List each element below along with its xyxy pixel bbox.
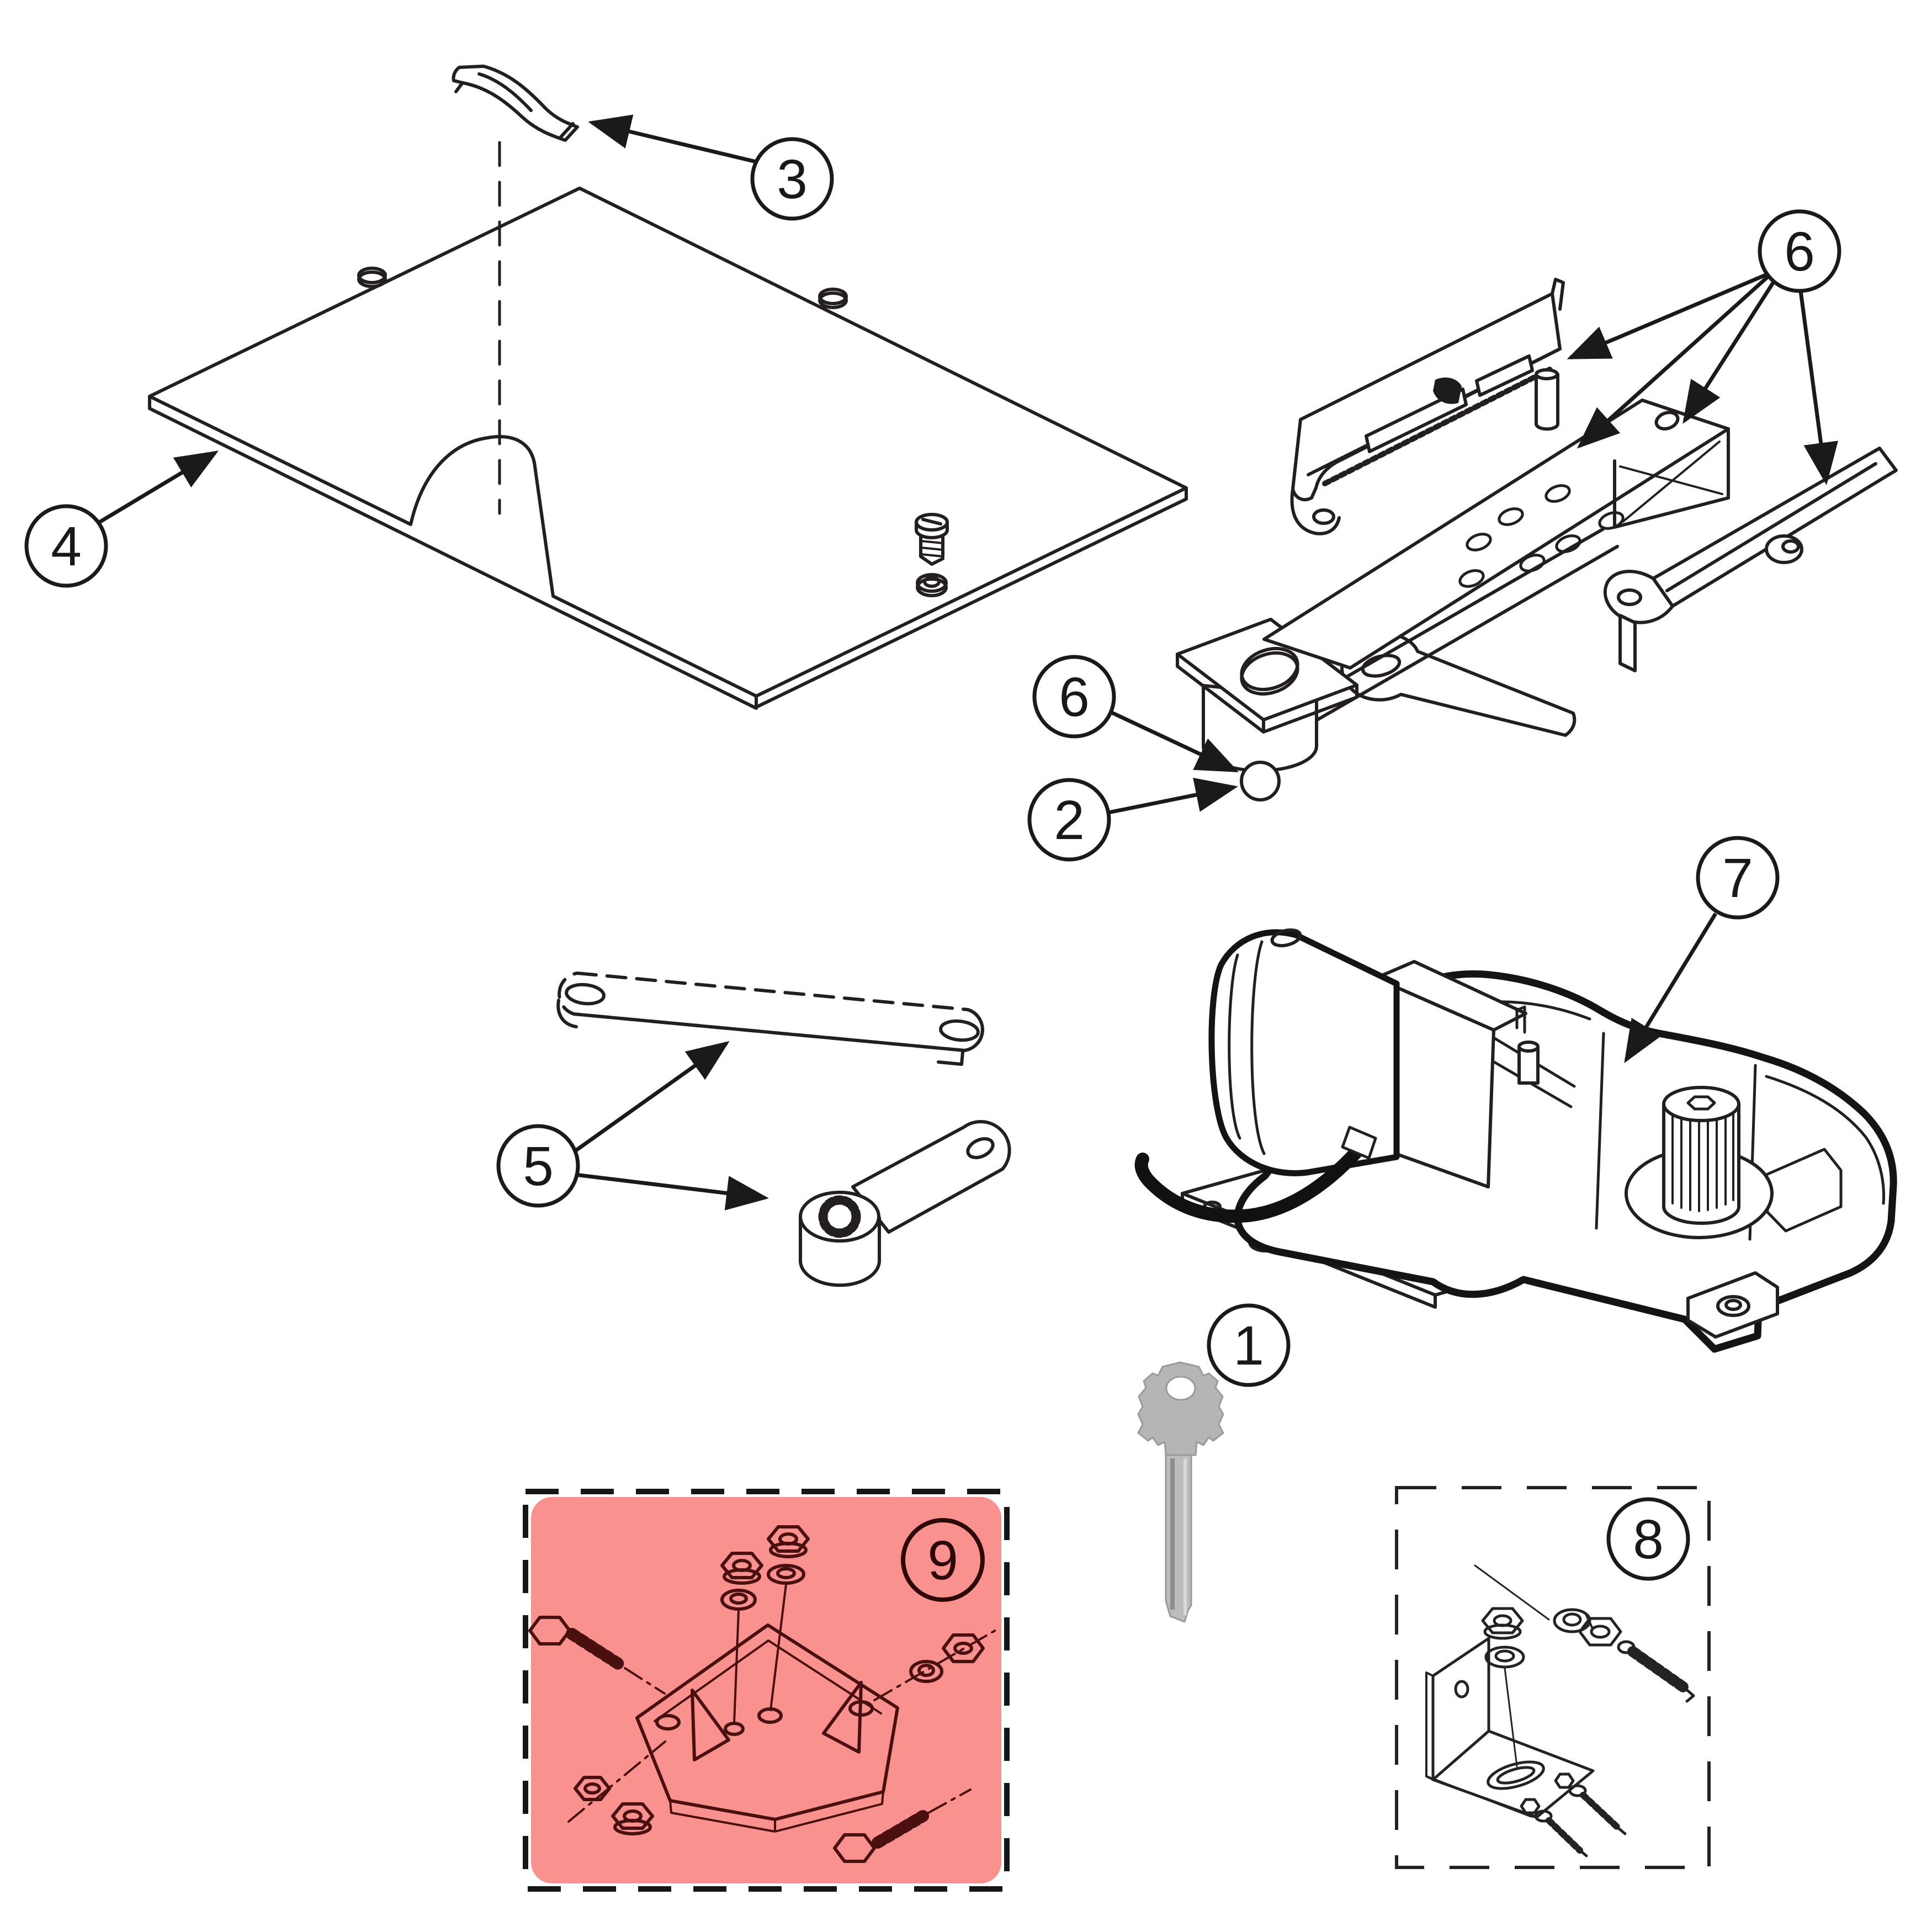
svg-text:8: 8: [1633, 1509, 1664, 1570]
corner-bracket-kit-highlight[interactable]: [523, 1489, 1010, 1892]
arrow-4: [98, 450, 219, 524]
arrow-5a: [574, 1041, 730, 1153]
arrow-6b: [1577, 270, 1775, 449]
slide-assembly-icon: [1176, 278, 1898, 802]
svg-text:5: 5: [523, 1135, 554, 1197]
callout-6-lower[interactable]: 6: [1032, 655, 1116, 739]
anchor-bracket-kit-icon: [1425, 1564, 1695, 1857]
svg-text:6: 6: [1784, 221, 1815, 283]
svg-text:3: 3: [777, 148, 808, 210]
callout-4[interactable]: 4: [24, 504, 108, 588]
corner-bracket-kit-icon: [528, 1525, 998, 1863]
callout-3[interactable]: 3: [750, 137, 834, 221]
callout-8[interactable]: 8: [1606, 1497, 1690, 1581]
flat-arm: [556, 972, 984, 1066]
anchor-bracket-kit: [1395, 1486, 1711, 1869]
svg-text:7: 7: [1722, 847, 1753, 909]
pivot-ball-icon: [1240, 761, 1281, 802]
svg-text:1: 1: [1233, 1315, 1264, 1377]
slide-pin: [1535, 368, 1559, 431]
svg-text:4: 4: [51, 516, 82, 577]
motor-gearbox-icon: [1134, 928, 1897, 1353]
callout-1[interactable]: 1: [1207, 1303, 1291, 1387]
arm-set-icon: [556, 972, 1011, 1287]
mount-clip-icon: [452, 65, 579, 142]
callout-9[interactable]: 9: [901, 1518, 985, 1602]
arrow-6a: [1567, 269, 1775, 360]
crank-arm: [799, 1120, 1011, 1287]
motor-cylinder: [1208, 928, 1400, 1176]
svg-text:2: 2: [1054, 789, 1085, 851]
callout-2[interactable]: 2: [1027, 778, 1111, 862]
arrow-3: [588, 114, 763, 166]
callout-arrows: [98, 114, 1838, 1211]
upper-rail: [1290, 278, 1565, 535]
arrow-6d: [1798, 290, 1838, 485]
spline-bore: [818, 1195, 861, 1238]
callout-5[interactable]: 5: [496, 1124, 580, 1208]
arrow-6c: [1682, 275, 1779, 424]
kit-8-dashed-border: [1395, 1486, 1711, 1869]
arrow-6-lower: [1110, 710, 1239, 773]
arrow-2: [1108, 777, 1238, 815]
lower-rail: [1603, 447, 1898, 672]
callout-6-upper[interactable]: 6: [1758, 209, 1841, 293]
arrow-5b: [575, 1172, 769, 1211]
svg-text:9: 9: [927, 1530, 958, 1591]
splined-shaft: [1625, 1086, 1774, 1239]
arrow-7: [1624, 912, 1717, 1063]
key-blank-icon: [1137, 1361, 1224, 1623]
top-pin: [1517, 1041, 1540, 1085]
cover-plate-icon: [148, 141, 1188, 710]
rail-pawl: [1433, 378, 1462, 404]
svg-text:6: 6: [1059, 666, 1090, 728]
callout-7[interactable]: 7: [1696, 836, 1780, 920]
callout-bubbles: 1 2 3 4 5 6 6 7 8 9: [24, 137, 1841, 1602]
cover-screw-icon: [915, 513, 949, 597]
kit-9-dashed-border: [523, 1489, 1010, 1892]
motor-cable: [1134, 1139, 1369, 1223]
